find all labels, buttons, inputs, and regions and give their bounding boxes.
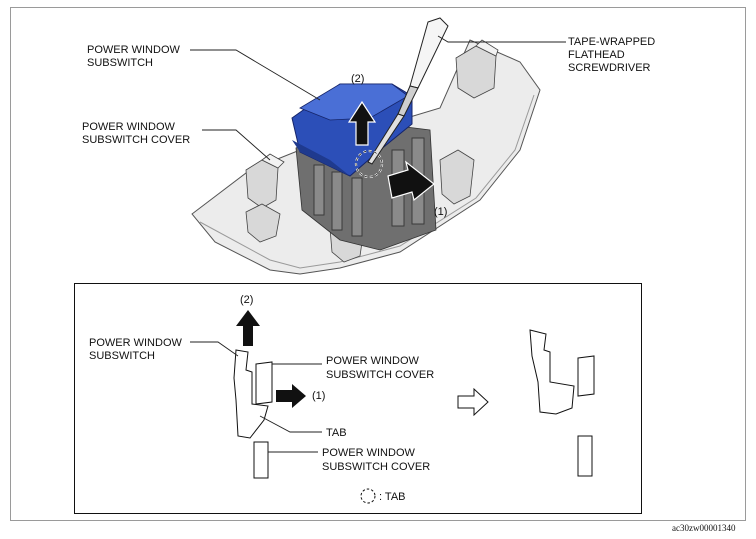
detail-arrow-right (276, 384, 306, 408)
label-subswitch: POWER WINDOW SUBSWITCH (87, 44, 183, 69)
screwdriver (367, 17, 449, 165)
label-screwdriver: TAPE-WRAPPED FLATHEAD SCREWDRIVER (568, 36, 658, 74)
detail-leader-subswitch (190, 341, 239, 357)
leader-screwdriver (437, 35, 566, 43)
detail-label-subswitch: POWER WINDOW SUBSWITCH (89, 337, 185, 362)
label-subswitch-cover: POWER WINDOW SUBSWITCH COVER (82, 121, 190, 146)
detail-after (529, 329, 595, 477)
arrow-up-2 (347, 100, 377, 146)
cover-edge (199, 94, 535, 269)
detail-arrow-up (236, 310, 260, 346)
detail-label-tab: TAB (326, 427, 347, 439)
cover-clips (245, 39, 499, 263)
detail-subswitch-profile (233, 349, 269, 439)
leader-subswitch-cover (202, 129, 271, 161)
figure-code: ac30zw00001340 (672, 523, 736, 533)
after-subswitch-profile (529, 329, 575, 415)
tab-legend: : TAB (360, 488, 406, 504)
detail-label-cover-top: POWER WINDOW SUBSWITCH COVER (326, 355, 434, 381)
detail-label-step-1: (1) (312, 390, 325, 402)
label-step-2: (2) (351, 73, 364, 85)
detail-leader-tab (259, 415, 322, 433)
detail-box (74, 283, 642, 514)
tab-legend-label: : TAB (379, 491, 406, 503)
detail-label-step-2: (2) (240, 294, 253, 306)
leader-subswitch (190, 49, 321, 101)
transition-arrow-icon (457, 387, 489, 417)
subswitch-side-face (292, 140, 350, 176)
detail-before: (2) (1) POWER WINDOW SUBSWITCH POWER WIN… (89, 294, 434, 479)
detail-cover-top (255, 361, 273, 405)
detail-label-cover-bottom: POWER WINDOW SUBSWITCH COVER (322, 447, 430, 473)
after-cover-top (577, 355, 595, 397)
detail-cover-bottom (253, 441, 269, 479)
tab-legend-dashed-circle-icon (360, 488, 376, 504)
after-cover-bottom (577, 435, 593, 477)
label-step-1: (1) (434, 206, 447, 218)
outer-frame (10, 7, 746, 521)
arrow-right-1 (387, 160, 435, 202)
top-illustration: POWER WINDOW SUBSWITCH POWER WINDOW SUBS… (82, 17, 658, 275)
